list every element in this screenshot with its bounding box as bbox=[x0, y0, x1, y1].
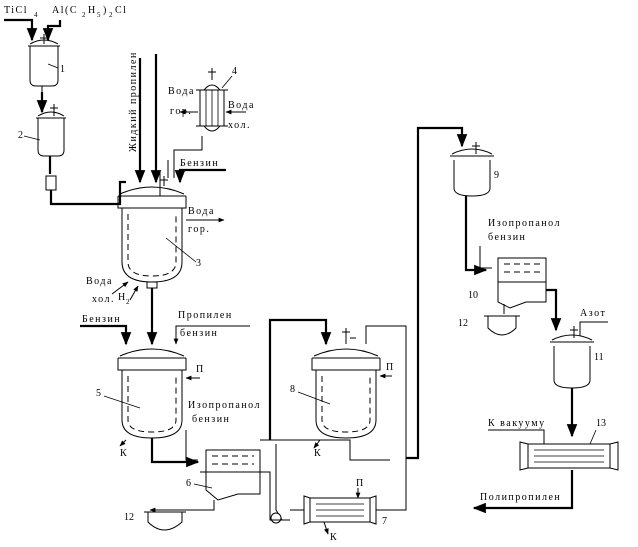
diagram-text: ) bbox=[103, 5, 108, 16]
reactor-8: 8 bbox=[290, 328, 381, 439]
vessel-2: 2 bbox=[18, 104, 66, 157]
label-vessel-2: 2 bbox=[18, 130, 23, 141]
label-polymerizer-5: 5 bbox=[96, 388, 101, 399]
diagram-text: 4 bbox=[34, 11, 38, 19]
condenser-4: 4 bbox=[196, 66, 237, 132]
condenser-water-cold-label: Вода bbox=[228, 100, 255, 111]
label-separator-10: 10 bbox=[468, 290, 478, 301]
diagram-text: 2 bbox=[126, 298, 130, 306]
label-collector-12-right: 12 bbox=[458, 318, 468, 329]
label-vessel-11: 11 bbox=[594, 352, 604, 363]
condenser-water-hot-label: Вода bbox=[168, 86, 195, 97]
liquid-propylene-label: Жидкий пропилен bbox=[128, 51, 139, 152]
measuring-tank-2a bbox=[45, 175, 57, 191]
diagram-text: бензин bbox=[192, 414, 230, 425]
diagram-text: бензин bbox=[180, 328, 218, 339]
steam-label-5: П bbox=[196, 364, 205, 375]
feed-ticl4-label: TiCl 4 bbox=[4, 5, 38, 19]
reactor-3: 3 bbox=[117, 172, 201, 289]
benzene-feed-label-5: Бензин bbox=[82, 314, 121, 325]
pump bbox=[270, 512, 282, 524]
diagram-text: Cl bbox=[115, 5, 127, 16]
reactor-water-cold-label: Вода bbox=[86, 276, 113, 287]
vessel-11: 11 bbox=[550, 326, 604, 389]
separator-10: 10 bbox=[468, 257, 547, 309]
steam-label-8: П bbox=[386, 362, 395, 373]
diagram-text: гор. bbox=[188, 224, 210, 235]
label-heat-exchanger-7: 7 bbox=[382, 516, 387, 527]
dryer-13: 13 bbox=[519, 418, 619, 471]
diagram-text: 2 bbox=[109, 11, 113, 19]
collector-12-left: 12 bbox=[124, 511, 186, 531]
nitrogen-label: Азот bbox=[580, 308, 606, 319]
vessel-9: 9 bbox=[450, 142, 499, 197]
to-vacuum-label: К вакууму bbox=[488, 418, 546, 429]
feed-alkyl-aluminium-label: Al(C 2 H 5 ) 2 Cl bbox=[52, 5, 127, 19]
benzene-feed-label-top: Бензин bbox=[180, 158, 219, 169]
diagram-text: TiCl bbox=[4, 5, 28, 16]
diagram-text: Al(C bbox=[52, 5, 78, 16]
label-vessel-9: 9 bbox=[494, 170, 499, 181]
steam-label-7: П bbox=[356, 478, 365, 489]
diagram-text: 5 bbox=[97, 11, 101, 19]
condensate-label-7: К bbox=[330, 532, 338, 543]
separator-6: 6 bbox=[186, 449, 261, 501]
collector-12-right: 12 bbox=[458, 315, 520, 336]
condensate-label-5: К bbox=[120, 448, 128, 459]
polypropylene-label: Полипропилен bbox=[480, 492, 561, 503]
isopropanol-label-10: Изопропанол bbox=[488, 218, 561, 229]
isopropanol-label-6: Изопропанол bbox=[188, 400, 261, 411]
polymerizer-5: 5 bbox=[96, 348, 187, 439]
label-vessel-1: 1 bbox=[60, 64, 65, 75]
vessel-1: 1 bbox=[28, 34, 65, 92]
propylene-benzene-label: Пропилен bbox=[178, 310, 233, 321]
diagram-text: хол. bbox=[228, 120, 251, 131]
diagram-text: H bbox=[88, 5, 97, 16]
reactor-water-hot-label: Вода bbox=[188, 206, 215, 217]
label-collector-12-left: 12 bbox=[124, 512, 134, 523]
label-reactor-8: 8 bbox=[290, 384, 295, 395]
diagram-text: гор. bbox=[170, 106, 192, 117]
heat-exchanger-7: 7 bbox=[303, 495, 387, 527]
label-condenser-4: 4 bbox=[232, 66, 237, 77]
diagram-text: хол. bbox=[92, 294, 115, 305]
hydrogen-label: H bbox=[118, 292, 125, 303]
diagram-text: бензин bbox=[488, 232, 526, 243]
label-dryer-13: 13 bbox=[596, 418, 606, 429]
diagram-text: 2 bbox=[82, 11, 86, 19]
label-separator-6: 6 bbox=[186, 478, 191, 489]
condensate-label-8: К bbox=[314, 448, 322, 459]
label-reactor-3: 3 bbox=[196, 258, 201, 269]
